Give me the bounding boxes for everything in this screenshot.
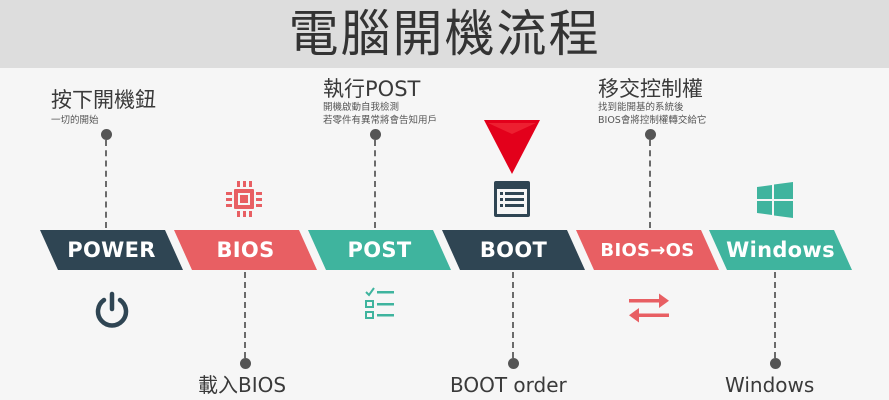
windows-bottom-label: Windows [725, 373, 815, 397]
stage-post-label: POST [347, 238, 412, 262]
power-annotation-sub: 一切的開始 [51, 115, 99, 126]
handover-connector-dot [645, 129, 656, 140]
post-connector-dot [370, 129, 381, 140]
handover-annotation-sub1: 找到能開基的系統後 [598, 102, 684, 113]
windows-logo-icon [757, 182, 793, 218]
stage-windows: Windows [709, 230, 852, 270]
bios-connector-line [244, 272, 246, 358]
list-window-icon [494, 181, 530, 217]
stage-power: POWER [40, 230, 183, 270]
post-annotation-sub1: 開機啟動自我檢測 [323, 102, 400, 113]
bios-bottom-label: 載入BIOS [198, 373, 287, 397]
windows-connector-line [774, 272, 776, 358]
header-bar: 電腦開機流程 [0, 0, 889, 68]
stage-windows-label: Windows [726, 238, 835, 262]
stage-bios-to-os-label: BIOS→OS [600, 239, 695, 261]
power-annotation-title: 按下開機鈕 [51, 88, 156, 112]
stage-power-label: POWER [67, 238, 156, 262]
post-annotation-sub2: 若零件有異常將會告知用戶 [323, 115, 438, 126]
handover-annotation-sub2: BIOS會將控制權轉交給它 [598, 115, 707, 126]
stage-bios-label: BIOS [216, 238, 275, 262]
swap-arrows-icon [629, 293, 669, 323]
down-arrow-icon [484, 120, 540, 174]
page-title: 電腦開機流程 [288, 5, 601, 63]
power-icon [95, 291, 129, 328]
post-annotation-title: 執行POST [323, 77, 421, 101]
power-connector-dot [101, 129, 112, 140]
power-connector-line [105, 140, 107, 228]
stage-bios-to-os: BIOS→OS [576, 230, 719, 270]
stage-bios: BIOS [174, 230, 317, 270]
boot-connector-line [512, 272, 514, 358]
post-connector-line [374, 140, 376, 228]
stage-boot: BOOT [442, 230, 585, 270]
handover-annotation-title: 移交控制權 [598, 77, 703, 101]
boot-bottom-label: BOOT order [450, 373, 567, 397]
stage-post: POST [308, 230, 451, 270]
handover-connector-line [649, 140, 651, 228]
chip-icon [226, 181, 262, 217]
checklist-icon [365, 287, 394, 319]
bios-connector-dot [240, 358, 251, 369]
windows-connector-dot [770, 358, 781, 369]
boot-connector-dot [508, 358, 519, 369]
stage-boot-label: BOOT [479, 238, 548, 262]
